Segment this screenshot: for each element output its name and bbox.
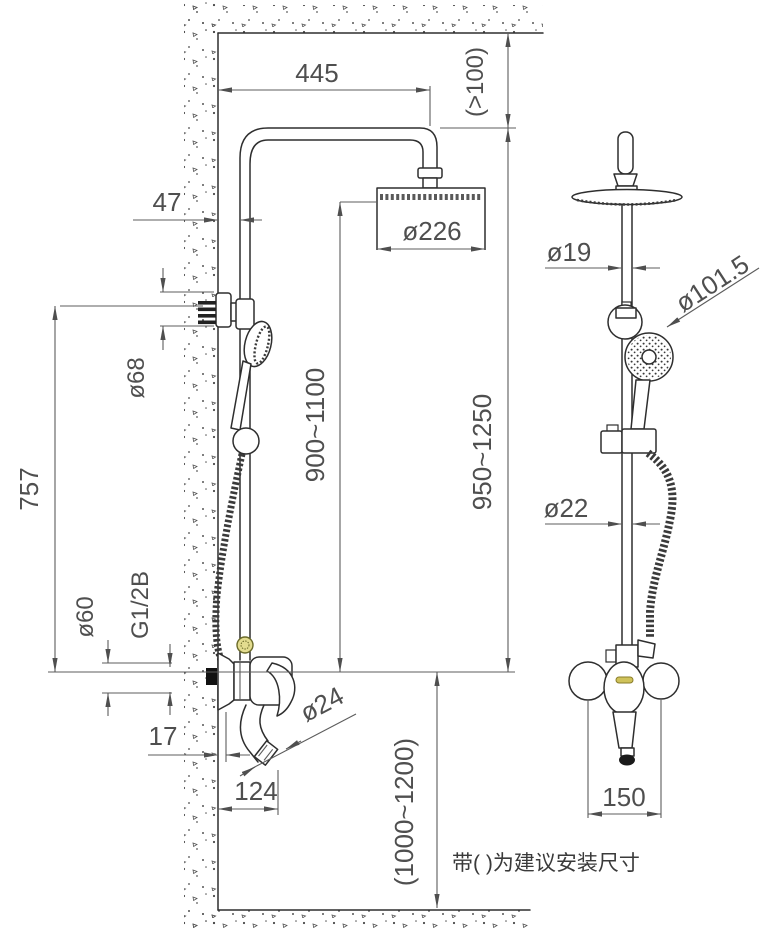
floor-hatching <box>184 910 530 928</box>
valve-lower-taper-side <box>612 711 637 749</box>
dim-ceiling-clearance: (>100) <box>462 47 489 117</box>
dim-445: 445 <box>295 58 338 88</box>
dim-escutcheon-diameter: ø60 <box>72 596 99 637</box>
spout-tip-collar <box>253 740 279 766</box>
valve-lever-handle <box>266 662 296 717</box>
slide-bar-knob <box>232 427 260 455</box>
ball-joint-side <box>613 173 638 187</box>
wall-anchor-block <box>206 668 217 685</box>
dim-arrow <box>285 740 302 750</box>
spout-collar-hatch <box>263 748 274 761</box>
valve-wall-escutcheon <box>217 652 235 711</box>
dim-pipe-upper-diameter: ø19 <box>547 237 592 267</box>
dim-line-hand-shower-dia <box>666 267 760 328</box>
diverter-knob-detail <box>240 640 250 650</box>
riser-pipe-inner <box>249 139 424 661</box>
valve-body-side <box>603 661 645 715</box>
hand-shower-face-hatch <box>253 325 271 365</box>
overhead-shower-rim-hatch <box>576 198 678 206</box>
dim-inlet-thread: G1/2B <box>127 571 154 639</box>
bracket-screw <box>198 301 216 305</box>
valve-top-knob-side <box>605 649 617 663</box>
dim-950-1250: 950~1250 <box>467 394 497 510</box>
dim-bracket-diameter: ø68 <box>123 357 150 398</box>
shower-hose-side <box>645 449 677 638</box>
dim-line-spout-dia <box>246 713 357 772</box>
dim-1000-1200: (1000~1200) <box>389 738 419 886</box>
head-connector-nut <box>417 167 443 179</box>
diverter-knob <box>236 636 254 654</box>
hand-shower-handle-front <box>230 360 252 431</box>
ceiling-hatching <box>184 5 543 33</box>
overhead-shower-front <box>376 187 486 250</box>
hand-shower-holder-side <box>621 428 657 454</box>
dim-17: 17 <box>149 721 178 751</box>
wall-hatching <box>184 0 218 928</box>
shower-arm-outer <box>239 127 438 661</box>
dim-hand-shower-diameter: ø101.5 <box>670 249 754 318</box>
slider-body-side <box>600 430 623 454</box>
dim-150: 150 <box>602 782 645 812</box>
inlet-escutcheon-left <box>568 661 608 701</box>
side-view <box>568 131 683 766</box>
spout-tip-side <box>619 754 635 766</box>
bracket-screw <box>198 314 216 318</box>
dim-arrow <box>239 766 256 777</box>
installation-note: 带( )为建议安装尺寸 <box>452 852 640 875</box>
dim-900-1100: 900~1100 <box>300 368 330 482</box>
hose-inlet-elbow <box>637 639 656 659</box>
bracket-screw <box>198 320 216 325</box>
dimensions-front-view: 445 (>100) 950~1250 47 ø226 ø68 900~1100… <box>14 33 516 908</box>
dimensions-side-view: ø19 ø101.5 ø22 150 <box>544 237 760 818</box>
spout-inner-curve <box>259 704 269 742</box>
dim-head-diameter: ø226 <box>402 216 461 246</box>
spout-collar-hatch <box>258 744 268 757</box>
dim-757: 757 <box>14 467 44 510</box>
shower-hose-front <box>212 453 246 670</box>
dim-pipe-lower-diameter: ø22 <box>544 493 589 523</box>
bracket-screw <box>198 307 216 312</box>
arm-end-side <box>617 131 634 175</box>
valve-connection-nut <box>233 661 251 701</box>
dim-124: 124 <box>234 776 277 806</box>
spout-outer-curve <box>239 704 259 763</box>
riser-wall-bracket-flange <box>215 292 232 328</box>
inlet-escutcheon-right <box>642 662 680 700</box>
bracket-clamp-side <box>615 307 637 319</box>
hand-shower-face-center <box>641 349 657 365</box>
hand-shower-handle-side <box>630 379 651 430</box>
bracket-pipe-coupling <box>235 298 255 330</box>
head-connector-stem <box>422 177 438 189</box>
front-view <box>198 127 486 766</box>
temperature-indicator <box>615 676 634 684</box>
overhead-shower-side <box>571 188 683 206</box>
dim-spout-diameter: ø24 <box>295 680 349 728</box>
dim-47: 47 <box>153 187 182 217</box>
building-structure <box>184 0 544 928</box>
